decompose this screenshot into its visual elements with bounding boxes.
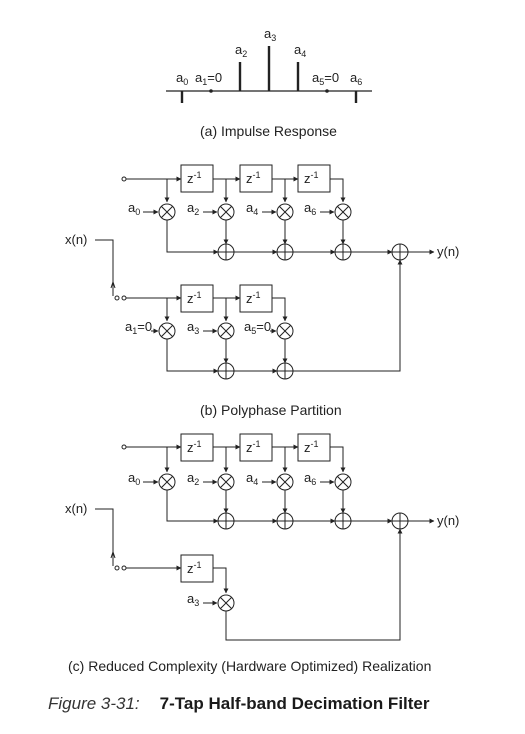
polyphase-lower-adder-1 [217,362,235,380]
figure-number: Figure 3-31: [48,694,140,713]
polyphase-upper-adder-1 [217,243,235,261]
polyphase-switch-contact [114,295,120,301]
impulse-label-a0: a0 [176,70,188,87]
impulse-caption: (a) Impulse Response [200,123,337,139]
figure-caption: Figure 3-31: 7-Tap Half-band Decimation F… [48,694,430,714]
reduced-coef-a0: a0 [128,470,140,487]
reduced-upper-adder-3 [334,512,352,530]
polyphase-switch-arrow [110,280,116,289]
polyphase-lower-delay-1 [180,284,214,313]
reduced-upper-multiplier-4 [334,473,352,491]
polyphase-output-label: y(n) [437,244,459,259]
polyphase-upper-adder-3 [334,243,352,261]
polyphase-coef-a2: a2 [187,200,199,217]
impulse-tap-a5 [325,89,329,93]
reduced-coef-a4: a4 [246,470,258,487]
reduced-output-adder [391,512,409,530]
polyphase-upper-delay-1-label: z-1 [187,170,202,186]
polyphase-upper-multiplier-2 [217,203,235,221]
polyphase-upper-multiplier-3 [276,203,294,221]
reduced-upper-delay-3-label: z-1 [304,439,319,455]
reduced-coef-a6: a6 [304,470,316,487]
polyphase-lower-multiplier-2 [217,322,235,340]
impulse-label-a4: a4 [294,42,306,59]
polyphase-upper-multiplier-4 [334,203,352,221]
polyphase-partition: x(n) z-1 z-1 z-1 a0 a2 a4 a6 [65,164,459,418]
reduced-upper-delay-1-label: z-1 [187,439,202,455]
polyphase-upper-delay-2 [239,164,273,193]
polyphase-lower-adder-2 [276,362,294,380]
polyphase-upper-multiplier-1 [158,203,176,221]
reduced-input-label: x(n) [65,501,87,516]
polyphase-coef-a3: a3 [187,319,199,336]
reduced-coef-a3: a3 [187,591,199,608]
impulse-response: a0 a1=0 a2 a3 a4 a5=0 a6 (a) Impulse Res… [166,26,372,139]
reduced-caption: (c) Reduced Complexity (Hardware Optimiz… [68,658,431,674]
reduced-upper-multiplier-2 [217,473,235,491]
polyphase-coef-a5: a5=0 [244,319,271,336]
polyphase-output-adder [391,243,409,261]
reduced-upper-multiplier-1 [158,473,176,491]
reduced-upper-adder-2 [276,512,294,530]
polyphase-lower-delay-2 [239,284,273,313]
polyphase-lower-multiplier-1 [158,322,176,340]
impulse-label-a5: a5=0 [312,70,339,87]
polyphase-lower-contact [121,295,127,301]
polyphase-caption: (b) Polyphase Partition [200,402,342,418]
reduced-lower-contact [121,565,127,571]
figure-diagram: a0 a1=0 a2 a3 a4 a5=0 a6 (a) Impulse Res… [65,26,459,674]
impulse-tap-a1 [209,89,213,93]
polyphase-input-label: x(n) [65,232,87,247]
polyphase-upper-delay-2-label: z-1 [246,170,261,186]
impulse-label-a3: a3 [264,26,276,43]
polyphase-lower-delay-2-label: z-1 [246,290,261,306]
polyphase-coef-a6: a6 [304,200,316,217]
polyphase-upper-delay-3 [297,164,331,193]
reduced-lower-multiplier-1 [217,594,235,612]
impulse-label-a1: a1=0 [195,70,222,87]
reduced-switch-arrow [110,550,116,559]
polyphase-upper-delay-1 [180,164,214,193]
polyphase-upper-contact [121,176,127,182]
impulse-label-a6: a6 [350,70,362,87]
polyphase-coef-a1: a1=0 [125,319,152,336]
polyphase-upper-adder-2 [276,243,294,261]
reduced-output-label: y(n) [437,513,459,528]
reduced-upper-delay-3 [297,433,331,462]
reduced-lower-delay-1 [180,554,214,583]
polyphase-coef-a0: a0 [128,200,140,217]
reduced-realization: x(n) z-1 z-1 z-1 a0 a2 a4 a6 [65,433,459,674]
reduced-upper-delay-2 [239,433,273,462]
polyphase-lower-delay-1-label: z-1 [187,290,202,306]
reduced-upper-contact [121,444,127,450]
reduced-upper-delay-1 [180,433,214,462]
reduced-switch-contact [114,565,120,571]
figure-title: 7-Tap Half-band Decimation Filter [159,694,430,713]
reduced-lower-delay-1-label: z-1 [187,560,202,576]
impulse-label-a2: a2 [235,42,247,59]
reduced-upper-adder-1 [217,512,235,530]
reduced-upper-multiplier-3 [276,473,294,491]
reduced-coef-a2: a2 [187,470,199,487]
polyphase-lower-multiplier-3 [276,322,294,340]
polyphase-coef-a4: a4 [246,200,258,217]
reduced-upper-delay-2-label: z-1 [246,439,261,455]
polyphase-upper-delay-3-label: z-1 [304,170,319,186]
